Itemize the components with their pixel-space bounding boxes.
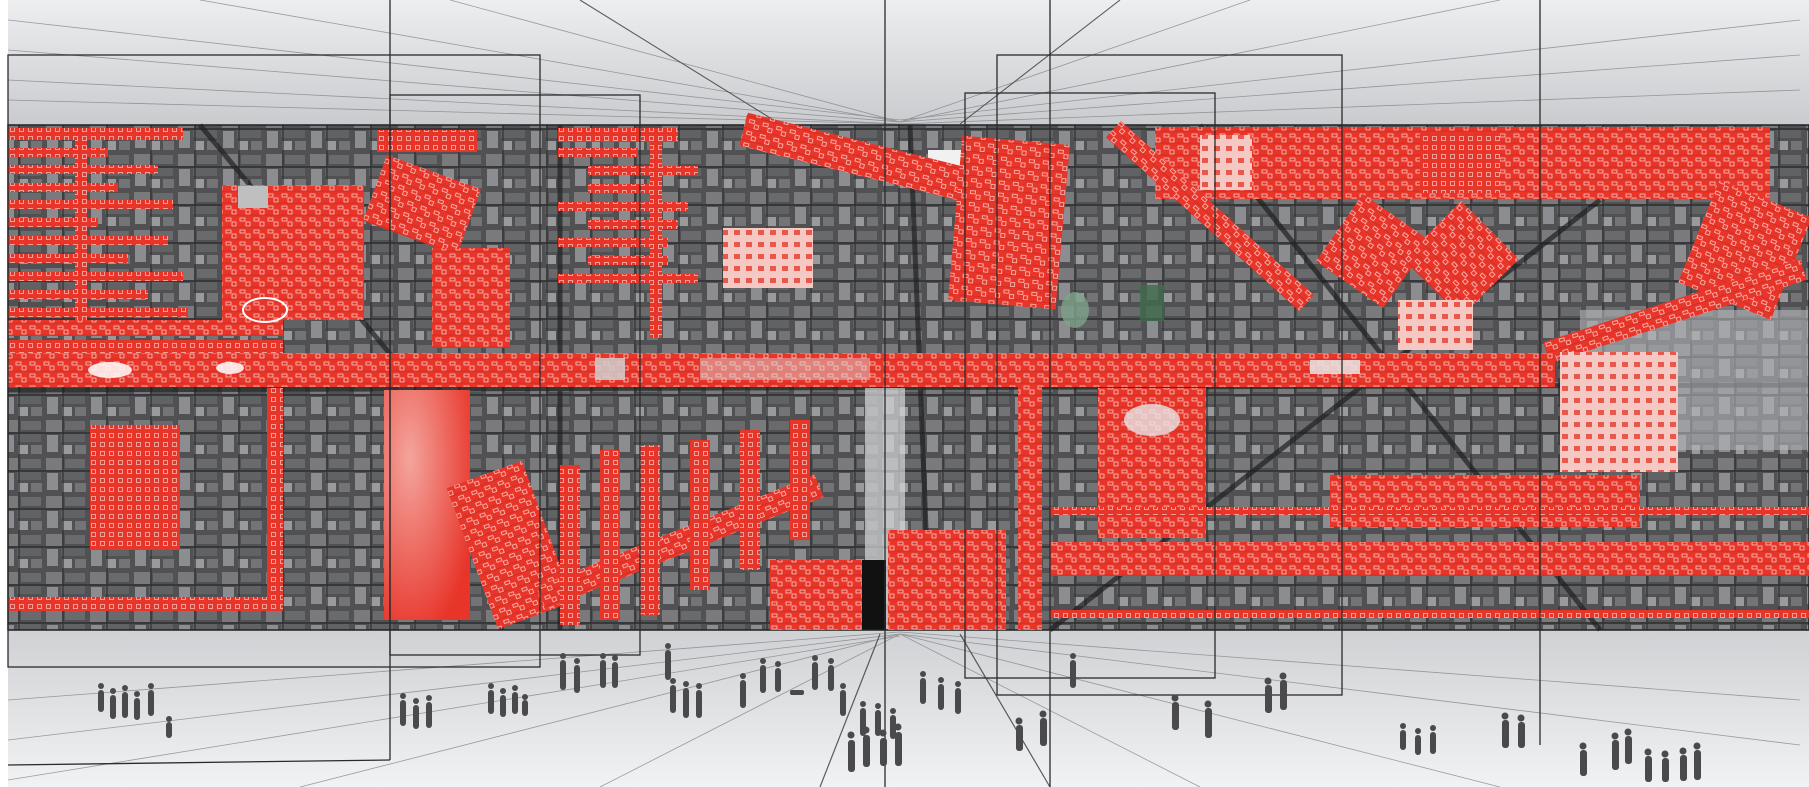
red-long-band-c bbox=[1050, 610, 1809, 618]
red-light-block-right bbox=[1398, 300, 1473, 350]
red-light-block-lower-right bbox=[1560, 352, 1678, 472]
red-diamond-right bbox=[1403, 201, 1519, 317]
red-rotated-block-b bbox=[947, 135, 1070, 310]
red-light-block bbox=[723, 228, 813, 288]
red-block-lower-center bbox=[770, 560, 862, 630]
red-plan-overlays bbox=[8, 112, 1809, 630]
red-vertical-left-strip bbox=[267, 388, 283, 608]
red-street-fragment-center bbox=[558, 128, 698, 338]
red-horizontal-band bbox=[8, 353, 1555, 387]
pedestrian-group-center-left bbox=[400, 653, 618, 729]
red-long-band-b bbox=[1050, 542, 1809, 576]
red-rotated-block-a bbox=[363, 155, 481, 255]
red-bottom-left-band bbox=[8, 597, 283, 611]
red-grid-block bbox=[90, 425, 180, 550]
red-diagonal-strip-a bbox=[739, 112, 971, 202]
red-curved-road bbox=[1543, 258, 1807, 364]
red-diagonal-strip-b bbox=[1106, 120, 1314, 312]
red-diamond-left bbox=[1315, 193, 1431, 309]
red-block-lower-center-b bbox=[888, 530, 1006, 630]
red-street-fragment-left bbox=[8, 128, 283, 354]
pedestrian-group-center-b bbox=[847, 653, 1076, 772]
pedestrians bbox=[98, 643, 1701, 782]
red-long-band-a bbox=[1050, 507, 1809, 515]
red-strip-lower-right bbox=[1330, 475, 1640, 527]
red-block-ovals bbox=[432, 248, 510, 348]
red-vertical-tower bbox=[1018, 385, 1042, 630]
pedestrian-group-center bbox=[665, 643, 896, 739]
pedestrian-group-right bbox=[1171, 672, 1701, 782]
wireframe-frames bbox=[7, 0, 1541, 787]
pedestrian-group-left bbox=[98, 683, 172, 738]
